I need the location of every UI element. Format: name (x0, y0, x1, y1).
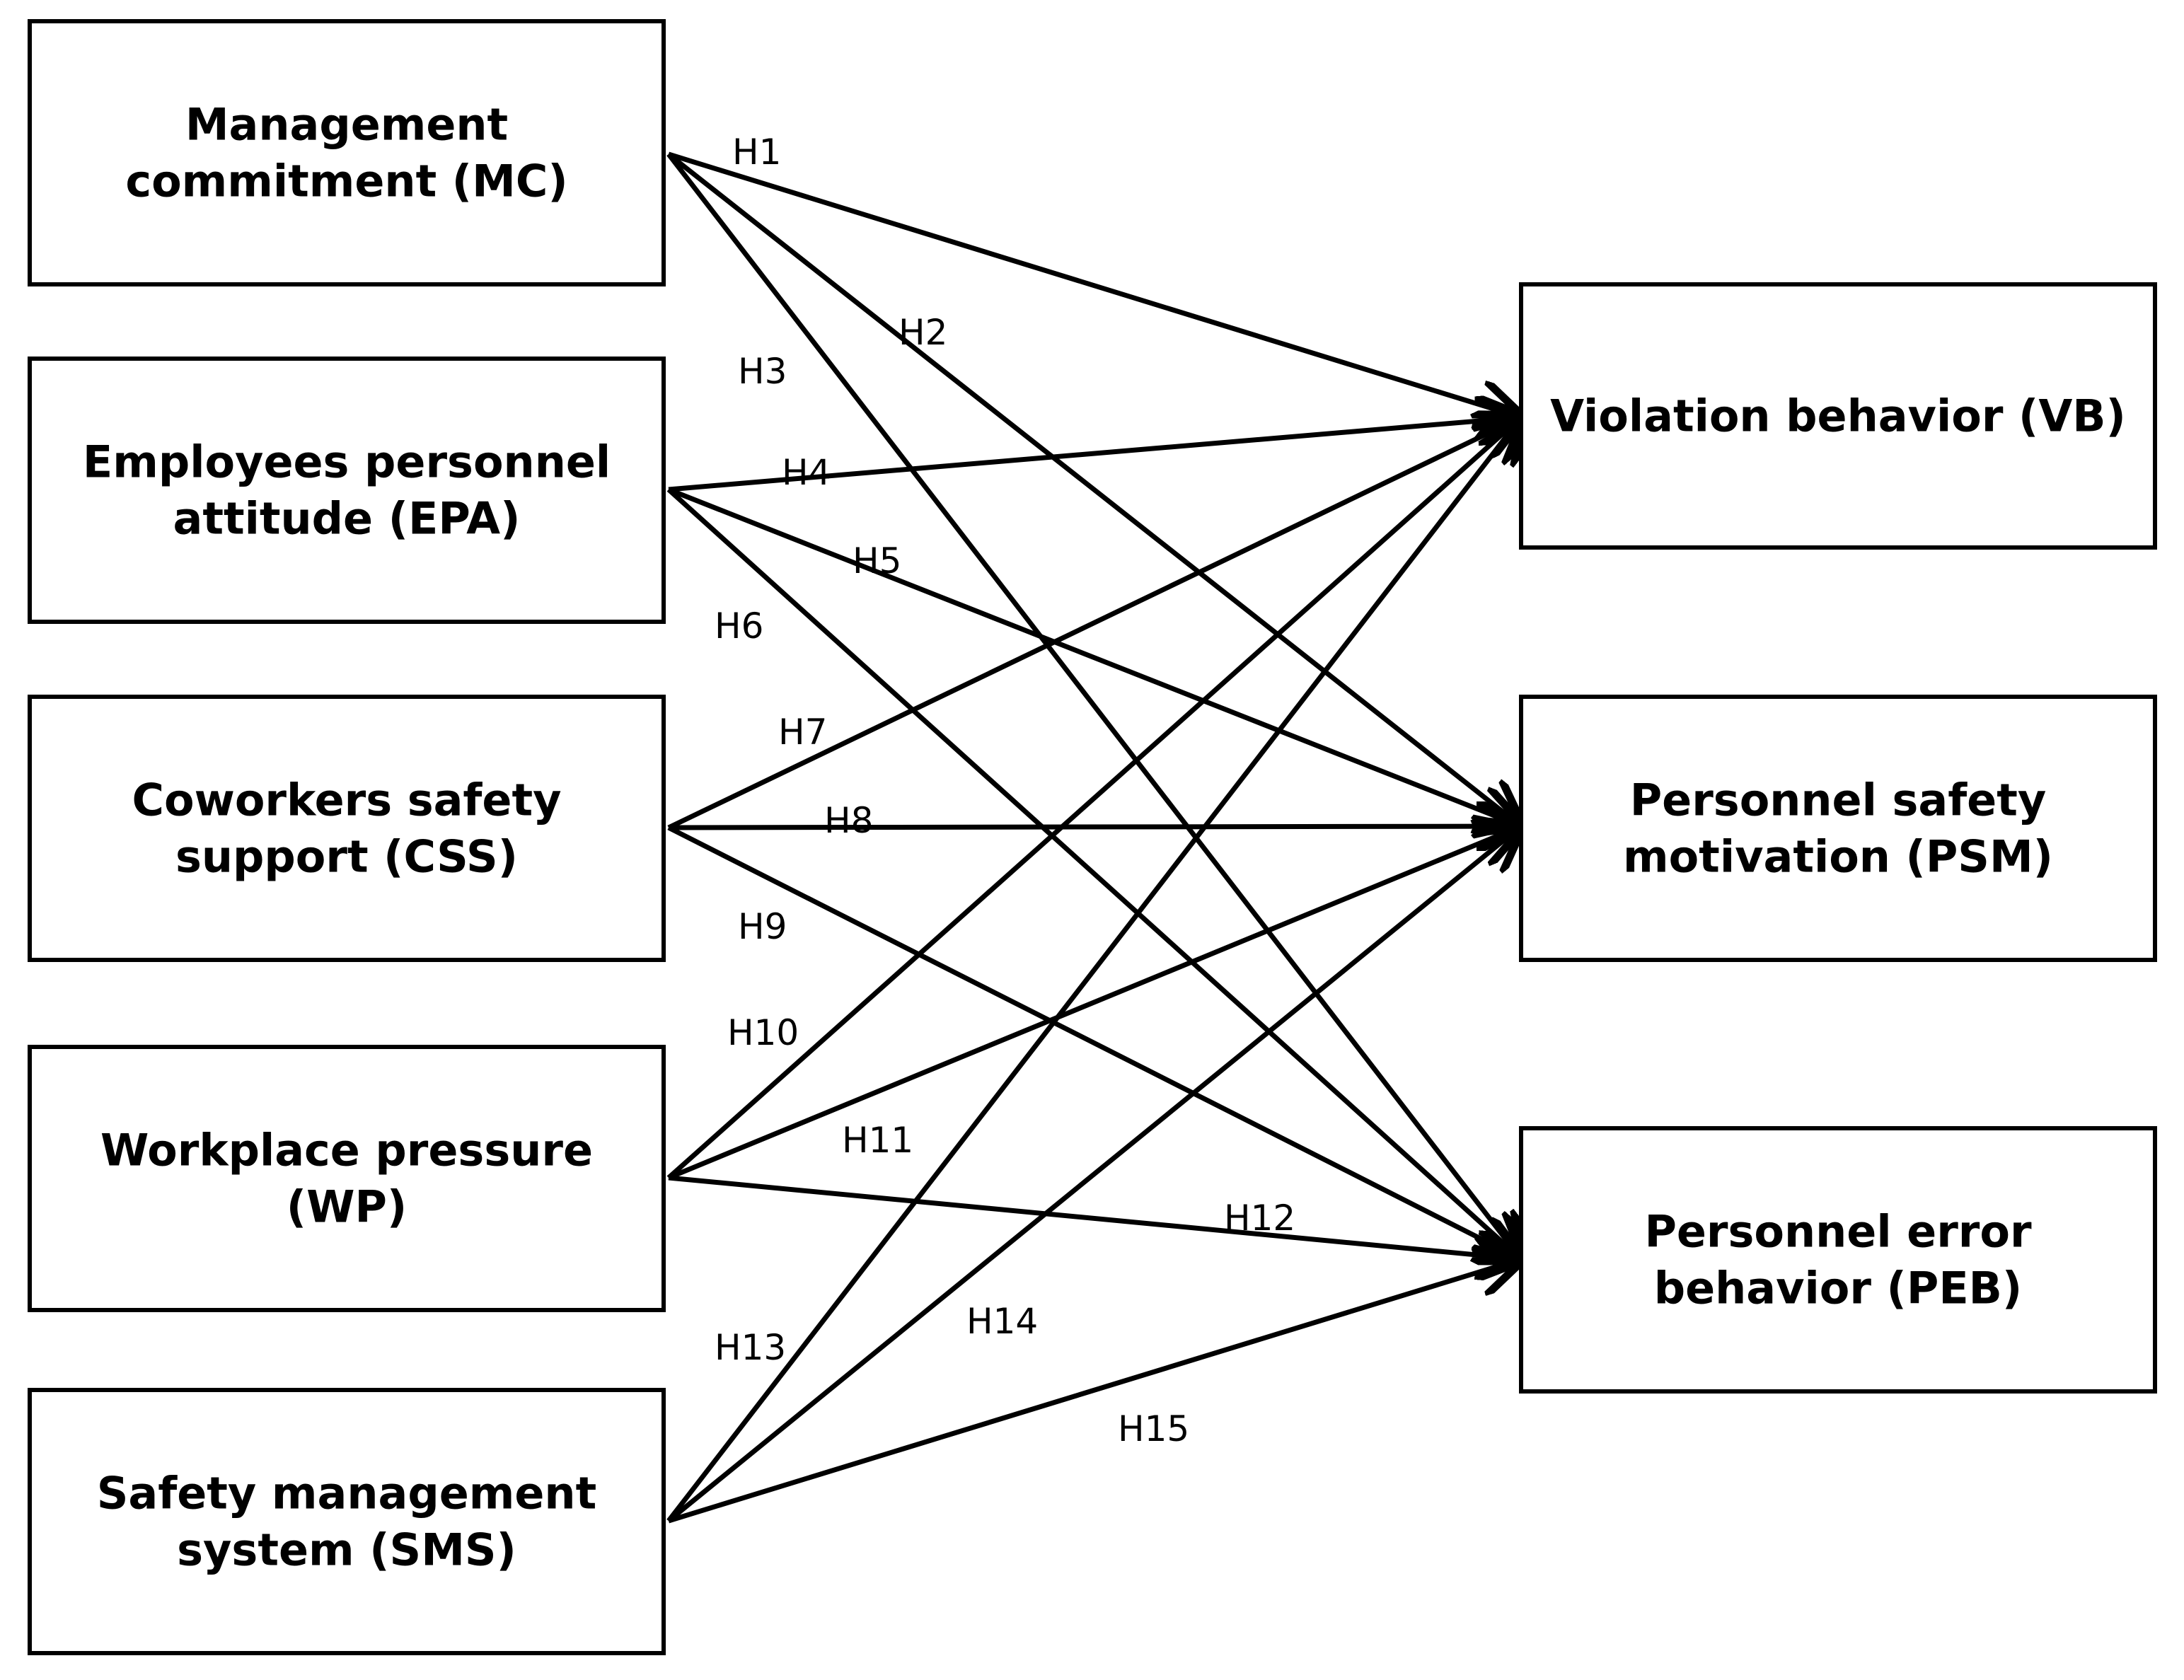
edge-label-h4: H4 (782, 452, 831, 493)
edge-h3-arrow (666, 152, 1521, 1259)
edge-label-h15: H15 (1118, 1408, 1189, 1449)
node-label: Employees personnel (83, 436, 611, 488)
edge-label-h7: H7 (778, 712, 827, 753)
node-box (28, 695, 666, 962)
edge-label-h2: H2 (899, 312, 947, 353)
edge-label-h13: H13 (715, 1327, 786, 1368)
edge-h14-arrow (666, 826, 1521, 1523)
edge-label-h6: H6 (715, 606, 763, 647)
edge-h11-arrow (667, 826, 1521, 1181)
node-box (28, 1388, 666, 1655)
edge-label-h3: H3 (738, 351, 787, 392)
node-box (1519, 1126, 2157, 1394)
edge-label-h14: H14 (966, 1301, 1038, 1342)
edge-h13-arrow (666, 417, 1521, 1523)
edge-h6-arrow (666, 487, 1521, 1259)
node-box (28, 1045, 666, 1312)
edge-label-h12: H12 (1224, 1198, 1295, 1239)
node-box (1519, 695, 2157, 962)
node-label: Management (185, 99, 508, 151)
edges-layer (666, 151, 1521, 1524)
node-label: system (SMS) (177, 1524, 516, 1576)
node-vb: Violation behavior (VB) (1519, 282, 2157, 550)
edge-h10-arrow (666, 417, 1521, 1180)
node-box (28, 357, 666, 624)
edge-label-h10: H10 (727, 1012, 799, 1053)
node-wp: Workplace pressure(WP) (28, 1045, 666, 1312)
node-label: attitude (EPA) (173, 493, 521, 545)
edge-h5-arrow (667, 487, 1521, 826)
node-box (28, 19, 666, 286)
edge-h1-arrow (667, 151, 1521, 417)
edge-h8-arrow (668, 826, 1521, 828)
node-label: behavior (PEB) (1654, 1263, 2023, 1314)
node-label: Safety management (97, 1468, 596, 1519)
node-label: motivation (PSM) (1623, 831, 2053, 883)
edge-h4-arrow (668, 417, 1521, 492)
edge-label-h1: H1 (732, 132, 781, 173)
node-label: (WP) (287, 1181, 408, 1233)
edge-h2-arrow (666, 152, 1521, 826)
node-box (1519, 282, 2157, 550)
node-label: Violation behavior (VB) (1550, 390, 2126, 442)
node-label: commitment (MC) (125, 156, 567, 207)
edge-label-h5: H5 (853, 540, 901, 581)
edge-h9-arrow (667, 825, 1521, 1259)
node-label: Personnel error (1644, 1206, 2032, 1258)
edge-label-h9: H9 (738, 906, 787, 947)
edge-label-h11: H11 (842, 1120, 913, 1161)
node-label: support (CSS) (175, 831, 518, 883)
node-label: Coworkers safety (132, 775, 561, 826)
edge-h7-arrow (667, 417, 1521, 830)
node-label: Personnel safety (1630, 775, 2047, 826)
edge-h15-arrow (667, 1259, 1521, 1524)
edge-h12-arrow (668, 1175, 1521, 1259)
node-label: Workplace pressure (100, 1125, 593, 1176)
edge-label-h8: H8 (824, 800, 873, 841)
